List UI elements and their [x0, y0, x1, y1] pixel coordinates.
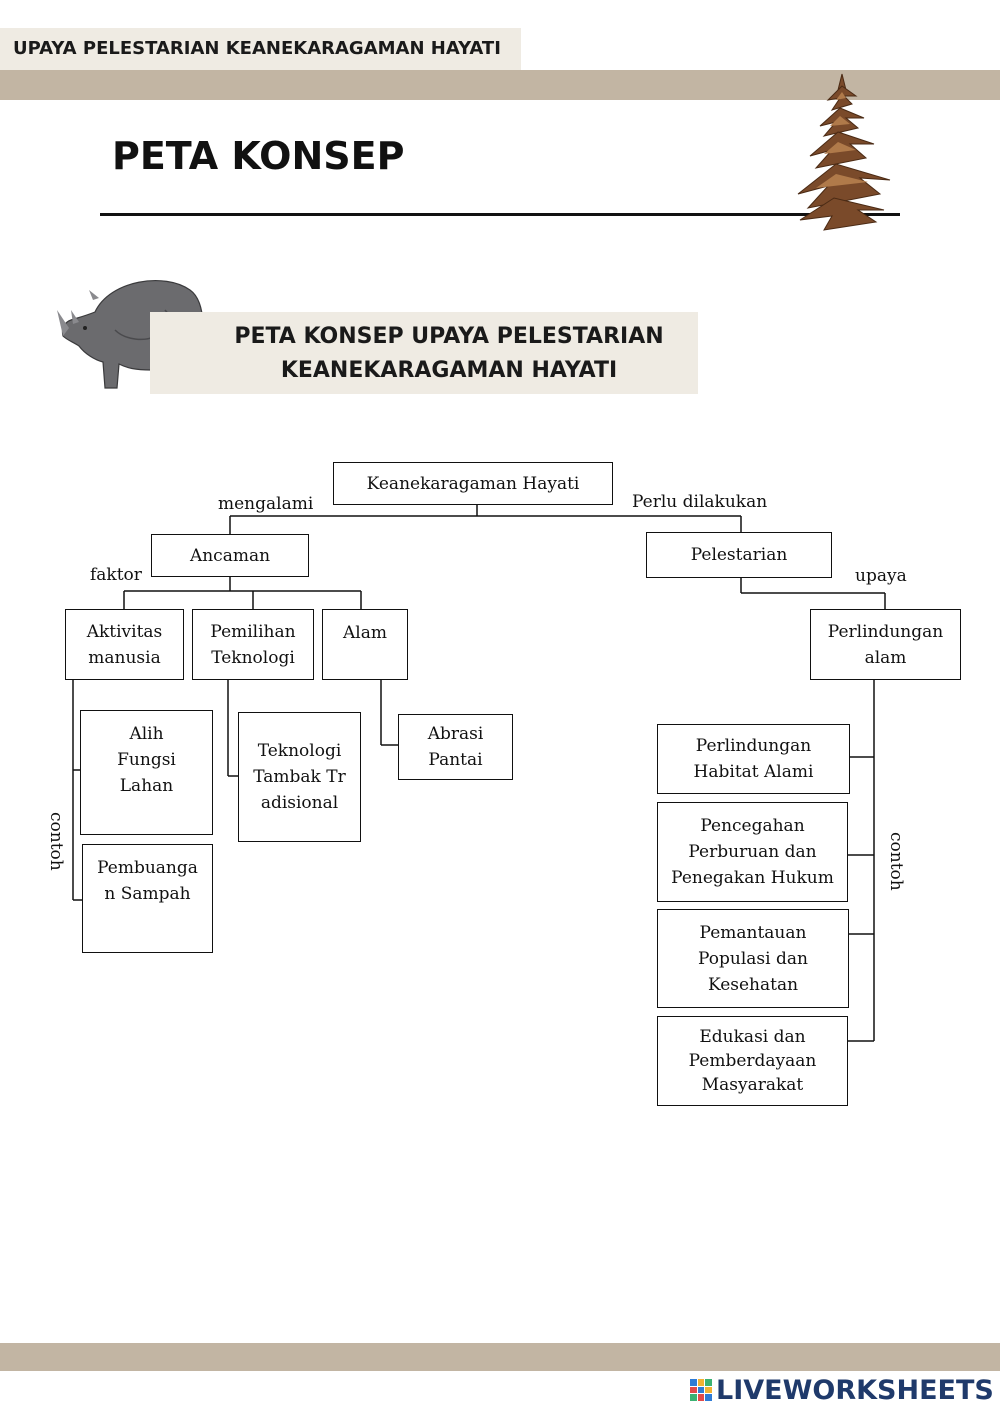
node-pelestarian: Pelestarian — [646, 532, 832, 578]
node-alih-fungsi-lahan: Alih Fungsi Lahan — [80, 710, 213, 835]
node-alam: Alam — [322, 609, 408, 680]
node-keanekaragaman-hayati: Keanekaragaman Hayati — [333, 462, 613, 505]
page-title: PETA KONSEP — [112, 134, 405, 178]
subtitle-line-1: PETA KONSEP UPAYA PELESTARIAN — [234, 324, 664, 349]
label-perlu-dilakukan: Perlu dilakukan — [632, 492, 768, 512]
node-perlindungan-habitat-alami: Perlindungan Habitat Alami — [657, 724, 850, 794]
liveworksheets-brand: LIVEWORKSHEETS — [690, 1372, 994, 1408]
liveworksheets-logo-icon — [690, 1379, 712, 1401]
node-pembuangan-sampah: Pembuangan Sampah — [82, 844, 213, 953]
subtitle-line-2: KEANEKARAGAMAN HAYATI — [280, 358, 618, 383]
node-pencegahan-perburuan: Pencegahan Perburuan dan Penegakan Hukum — [657, 802, 848, 902]
top-tab-title: UPAYA PELESTARIAN KEANEKARAGAMAN HAYATI — [0, 28, 521, 70]
node-pemilihan-teknologi: Pemilihan Teknologi — [192, 609, 314, 680]
node-ancaman: Ancaman — [151, 534, 309, 577]
label-faktor: faktor — [90, 565, 142, 585]
node-perlindungan-alam: Perlindungan alam — [810, 609, 961, 680]
label-contoh-right: contoh — [886, 832, 906, 891]
liveworksheets-wordmark: LIVEWORKSHEETS — [716, 1374, 994, 1406]
node-pemantauan-populasi: Pemantauan Populasi dan Kesehatan — [657, 909, 849, 1008]
label-contoh-left: contoh — [46, 812, 66, 871]
bottom-band — [0, 1343, 1000, 1371]
pine-tree-illustration — [797, 73, 891, 231]
subtitle-panel: PETA KONSEP UPAYA PELESTARIAN KEANEKARAG… — [150, 312, 698, 394]
node-aktivitas-manusia: Aktivitas manusia — [65, 609, 184, 680]
node-edukasi-pemberdayaan: Edukasi dan Pemberdayaan Masyarakat — [657, 1016, 848, 1106]
title-divider — [100, 213, 900, 216]
label-mengalami: mengalami — [218, 494, 314, 514]
node-teknologi-tambak-tradisional: Teknologi Tambak Tradisional — [238, 712, 361, 842]
node-abrasi-pantai: Abrasi Pantai — [398, 714, 513, 780]
label-upaya: upaya — [855, 566, 907, 586]
